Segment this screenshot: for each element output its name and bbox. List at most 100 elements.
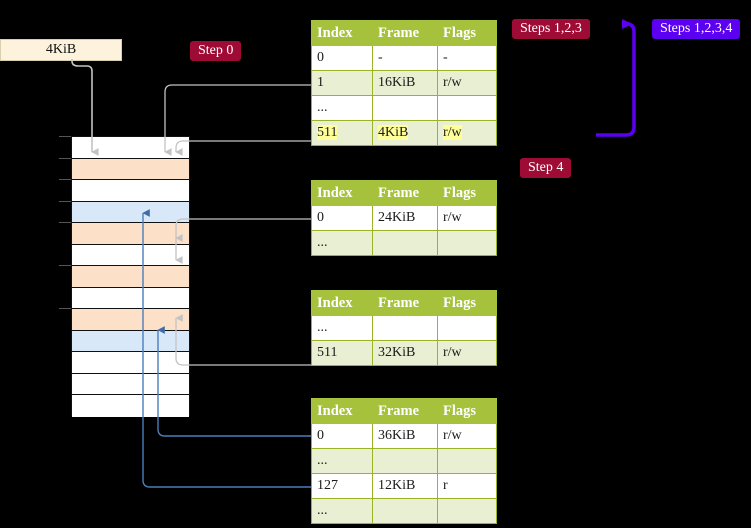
memory-tick-2	[59, 179, 71, 181]
table-row: ...	[311, 448, 497, 474]
table-cell-frame	[372, 448, 438, 474]
table-cell-index: ...	[311, 95, 373, 121]
table-cell-index: 0	[311, 205, 373, 231]
memory-tick-8	[59, 308, 71, 310]
column-header-flags: Flags	[437, 398, 497, 424]
table-row: ...	[311, 95, 497, 121]
table-cell-frame	[372, 230, 438, 256]
memory-block-7	[72, 287, 189, 310]
table-cell-index: ...	[311, 498, 373, 524]
memory-block-11	[72, 373, 189, 396]
column-header-flags: Flags	[437, 290, 497, 316]
step-0-badge: Step 0	[190, 41, 242, 61]
column-header-flags: Flags	[437, 180, 497, 206]
column-header-frame: Frame	[372, 290, 438, 316]
table-row: ...	[311, 498, 497, 524]
table-cell-index: ...	[311, 448, 373, 474]
table-cell-index: 511	[311, 120, 373, 146]
memory-block-5	[72, 244, 189, 267]
step-0-label: Step 0	[198, 43, 234, 58]
table-cell-frame: 4KiB	[372, 120, 438, 146]
column-header-index: Index	[311, 398, 373, 424]
memory-block-9	[72, 330, 189, 353]
steps-1234-label: Steps 1,2,3,4	[660, 21, 733, 36]
memory-block-2	[72, 180, 189, 202]
table-cell-index: 0	[311, 45, 373, 71]
column-header-index: Index	[311, 20, 373, 46]
column-header-index: Index	[311, 290, 373, 316]
steps-123-badge: Steps 1,2,3	[512, 19, 590, 39]
table-cell-flags	[437, 315, 497, 341]
physical-memory-column	[71, 136, 190, 417]
size-box-4kib: 4KiB	[0, 39, 122, 61]
connector-t1r511-to-memory	[175, 140, 311, 156]
memory-block-1	[72, 158, 189, 181]
table-cell-frame: 24KiB	[372, 205, 438, 231]
steps-1234-badge: Steps 1,2,3,4	[652, 19, 741, 39]
table-cell-index: 1	[311, 70, 373, 96]
table-cell-flags	[437, 448, 497, 474]
table-cell-flags: r/w	[437, 340, 497, 366]
size-box-label: 4KiB	[45, 42, 77, 57]
memory-tick-3	[59, 200, 71, 202]
table-row: 511 4KiB r/w	[311, 120, 497, 146]
memory-tick-1	[59, 157, 71, 159]
table-cell-index: 0	[311, 423, 373, 449]
column-header-frame: Frame	[372, 398, 438, 424]
memory-block-3	[72, 201, 189, 224]
connector-t2r0-to-memory	[175, 218, 311, 242]
table-cell-flags	[437, 230, 497, 256]
table-cell-flags: r/w	[437, 423, 497, 449]
table-cell-frame	[372, 498, 438, 524]
table-cell-flags: -	[437, 45, 497, 71]
table-cell-frame: 16KiB	[372, 70, 438, 96]
steps-bracket-arrow	[596, 19, 636, 137]
memory-tick-4	[59, 222, 71, 224]
column-header-flags: Flags	[437, 20, 497, 46]
column-header-frame: Frame	[372, 180, 438, 206]
table-cell-index: ...	[311, 315, 373, 341]
table-cell-frame: 12KiB	[372, 473, 438, 499]
table-cell-index: ...	[311, 230, 373, 256]
memory-block-8	[72, 309, 189, 331]
highlighted-value: 511	[317, 125, 338, 140]
table-cell-flags	[437, 95, 497, 121]
memory-block-10	[72, 352, 189, 374]
step-4-badge: Step 4	[520, 158, 572, 178]
memory-block-0	[72, 137, 189, 159]
connector-t3r511-to-memory	[175, 314, 311, 366]
memory-block-6	[72, 266, 189, 288]
memory-block-12	[72, 395, 189, 417]
memory-tick-6	[59, 265, 71, 267]
table-cell-frame: 36KiB	[372, 423, 438, 449]
table-cell-flags	[437, 498, 497, 524]
table-cell-flags: r/w	[437, 70, 497, 96]
highlighted-value: r/w	[443, 125, 462, 140]
steps-123-label: Steps 1,2,3	[520, 21, 582, 36]
memory-block-4	[72, 223, 189, 245]
column-header-frame: Frame	[372, 20, 438, 46]
table-cell-flags: r	[437, 473, 497, 499]
table-row: ...	[311, 315, 497, 341]
step-4-label: Step 4	[528, 160, 564, 175]
table-cell-index: 127	[311, 473, 373, 499]
table-cell-flags: r/w	[437, 120, 497, 146]
table-cell-flags: r/w	[437, 205, 497, 231]
memory-tick-0	[59, 136, 71, 137]
table-cell-frame: -	[372, 45, 438, 71]
table-row: ...	[311, 230, 497, 256]
table-row: 0--	[311, 45, 497, 71]
table-cell-frame: 32KiB	[372, 340, 438, 366]
highlighted-value: 4KiB	[378, 125, 409, 140]
